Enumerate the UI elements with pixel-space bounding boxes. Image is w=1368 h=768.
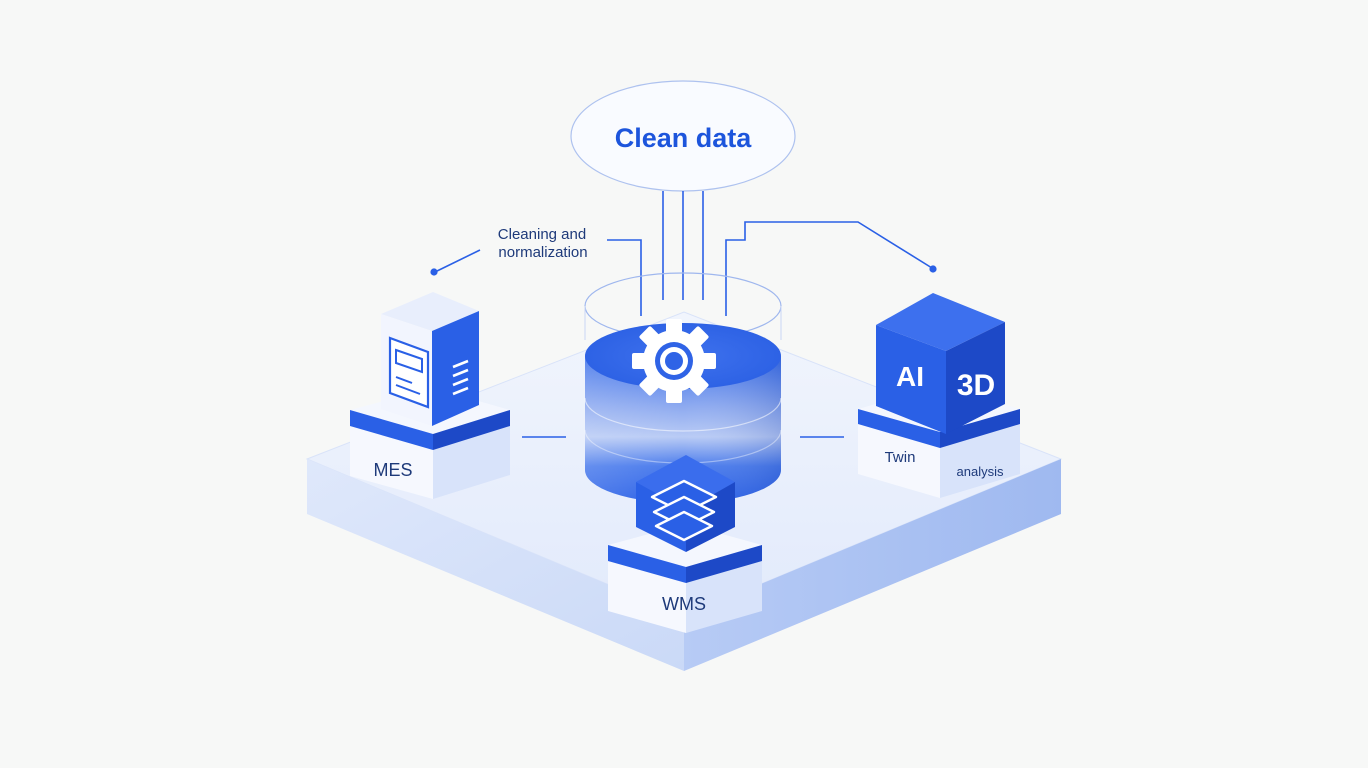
- left-connector-dot: [430, 268, 438, 276]
- clean-data-title: Clean data: [615, 123, 753, 153]
- process-label: Cleaning and normalization: [498, 226, 588, 261]
- wms-label: WMS: [662, 594, 706, 614]
- wms-system-block: WMS: [608, 455, 762, 633]
- ai-badge: AI: [896, 361, 924, 392]
- twin-analysis-block: Twin analysis: [858, 386, 1020, 498]
- analysis-label: analysis: [957, 464, 1004, 479]
- ai-3d-cube-icon: AI 3D: [876, 293, 1005, 434]
- gear-icon: [632, 319, 716, 403]
- server-document-icon: [388, 336, 469, 409]
- twin-label: Twin: [885, 449, 916, 466]
- central-data-cylinder: [584, 272, 782, 503]
- mes-system-block: MES: [350, 292, 510, 499]
- clean-data-bubble: Clean data: [570, 80, 796, 192]
- layers-icon: [650, 479, 718, 542]
- process-label-line1: Cleaning and: [498, 226, 586, 243]
- threed-badge: 3D: [957, 369, 995, 402]
- data-flow-lines: [434, 191, 933, 316]
- process-label-line2: normalization: [498, 244, 587, 261]
- right-connector-dot: [929, 265, 937, 273]
- mes-label: MES: [373, 460, 412, 480]
